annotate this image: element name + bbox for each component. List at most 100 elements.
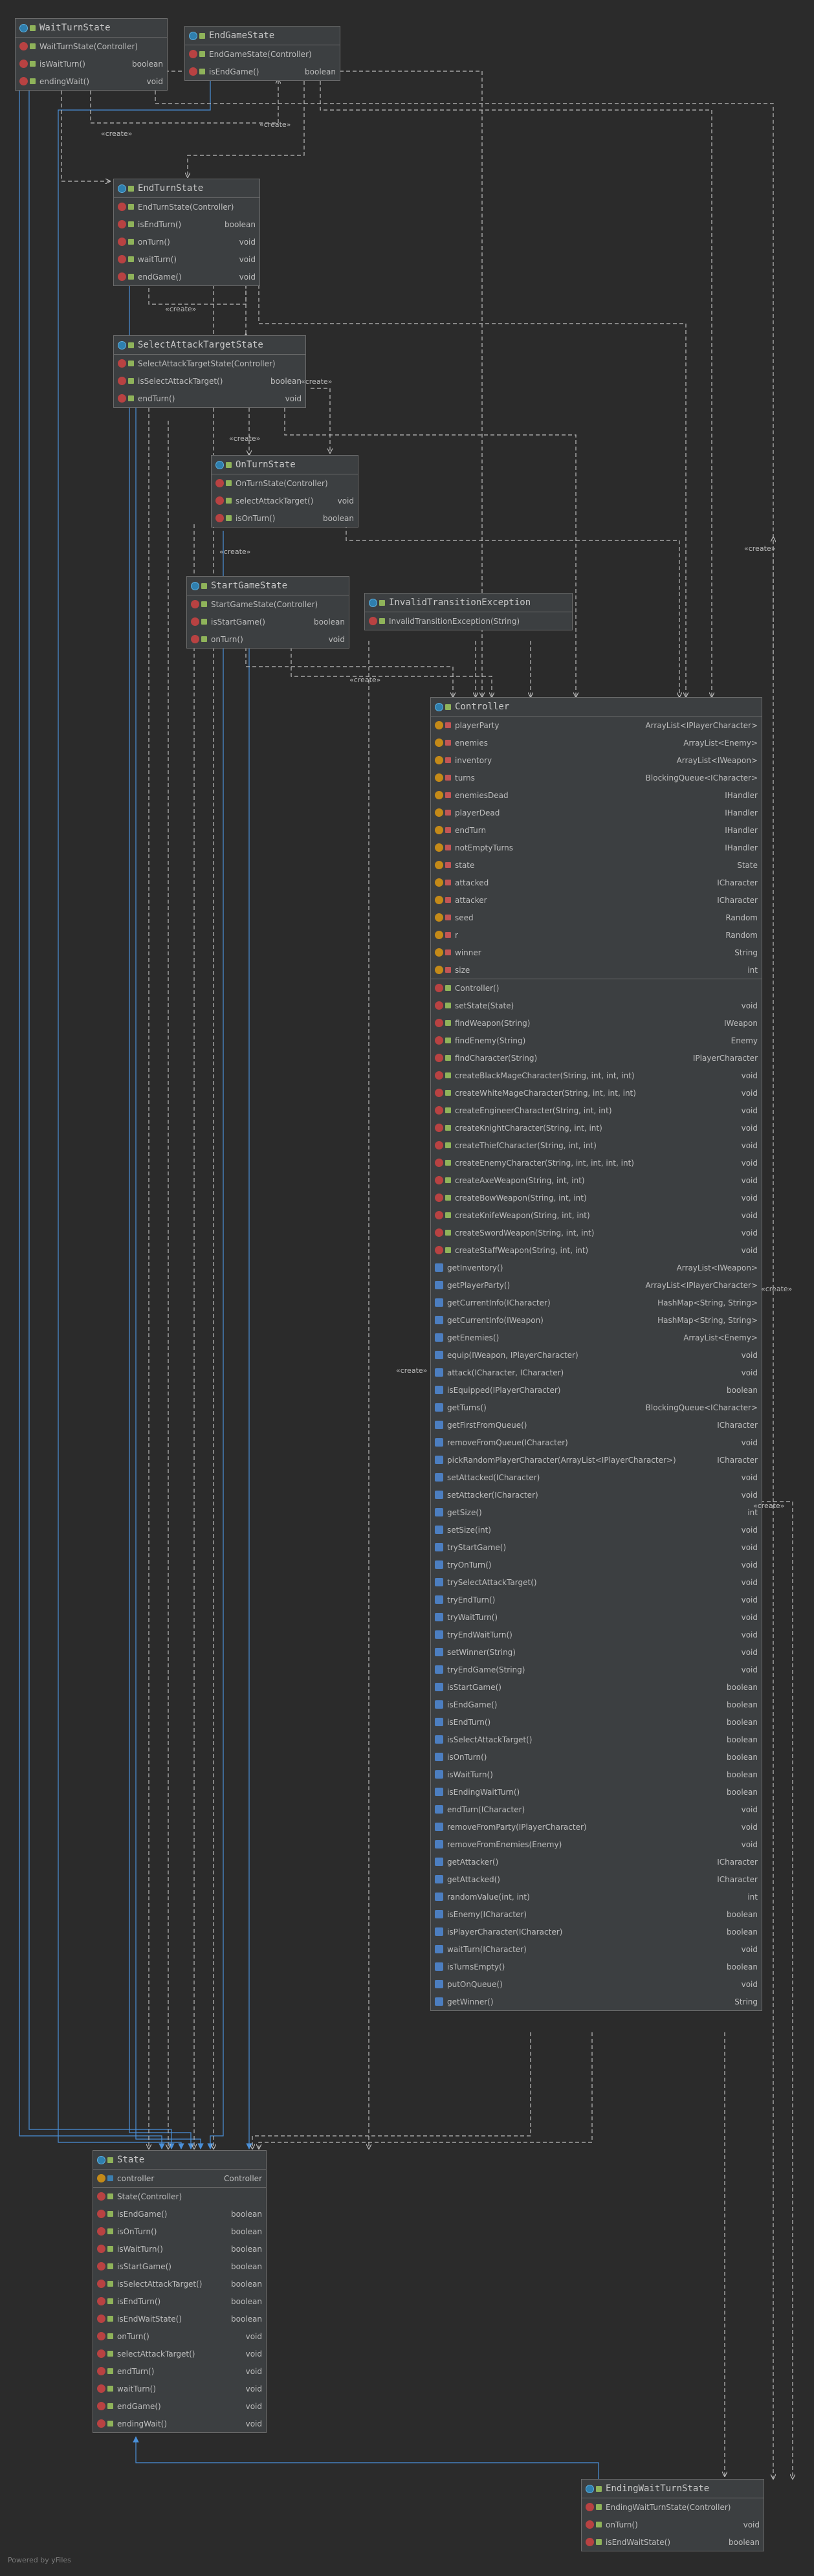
member-row[interactable]: onTurn()void (93, 2327, 266, 2345)
member-row[interactable]: isSelectAttackTarget()boolean (93, 2275, 266, 2293)
class-ending-wait-turn-state[interactable]: EndingWaitTurnState EndingWaitTurnState(… (581, 2479, 764, 2551)
member-row[interactable]: isEndTurn()boolean (431, 1713, 762, 1731)
member-row[interactable]: getAttacked()ICharacter (431, 1871, 762, 1888)
member-row[interactable]: setSize(int)void (431, 1521, 762, 1538)
member-row[interactable]: endGame()void (93, 2397, 266, 2415)
member-row[interactable]: endTurn(ICharacter)void (431, 1801, 762, 1818)
member-row[interactable]: isEndGame()boolean (431, 1696, 762, 1713)
member-row[interactable]: isStartGame()boolean (431, 1678, 762, 1696)
member-row[interactable]: waitTurn()void (93, 2380, 266, 2397)
member-row[interactable]: removeFromQueue(ICharacter)void (431, 1434, 762, 1451)
member-row[interactable]: waitTurn()void (114, 250, 259, 268)
member-row[interactable]: isEndGame()boolean (185, 63, 340, 80)
member-row[interactable]: isEndTurn()boolean (114, 216, 259, 233)
member-row[interactable]: endTurn()void (114, 390, 305, 407)
member-row[interactable]: getEnemies()ArrayList<Enemy> (431, 1329, 762, 1346)
class-wait-turn-state[interactable]: WaitTurnState WaitTurnState(Controller)i… (15, 18, 168, 91)
class-invalid-transition-exception[interactable]: InvalidTransitionException InvalidTransi… (364, 593, 573, 630)
class-on-turn-state[interactable]: OnTurnState OnTurnState(Controller)selec… (211, 455, 358, 527)
member-row[interactable]: endTurn()void (93, 2362, 266, 2380)
member-row[interactable]: onTurn()void (187, 630, 349, 648)
member-row[interactable]: createKnightCharacter(String, int, int)v… (431, 1119, 762, 1137)
member-row[interactable]: createBlackMageCharacter(String, int, in… (431, 1067, 762, 1084)
member-row[interactable]: isEndGame()boolean (93, 2205, 266, 2223)
member-row[interactable]: EndingWaitTurnState(Controller) (582, 2498, 764, 2516)
member-row[interactable]: isSelectAttackTarget()boolean (431, 1731, 762, 1748)
member-row[interactable]: createWhiteMageCharacter(String, int, in… (431, 1084, 762, 1102)
member-row[interactable]: selectAttackTarget()void (212, 492, 358, 509)
member-row[interactable]: EndGameState(Controller) (185, 45, 340, 63)
member-row[interactable]: isPlayerCharacter(ICharacter)boolean (431, 1923, 762, 1940)
member-row[interactable]: setAttacker(ICharacter)void (431, 1486, 762, 1504)
member-row[interactable]: isOnTurn()boolean (431, 1748, 762, 1766)
member-row[interactable]: Controller() (431, 979, 762, 997)
member-row[interactable]: isTurnsEmpty()boolean (431, 1958, 762, 1975)
member-row[interactable]: isEnemy(ICharacter)boolean (431, 1905, 762, 1923)
member-row[interactable]: createSwordWeapon(String, int, int)void (431, 1224, 762, 1241)
member-row[interactable]: randomValue(int, int)int (431, 1888, 762, 1905)
member-row[interactable]: tryOnTurn()void (431, 1556, 762, 1573)
member-row[interactable]: tryWaitTurn()void (431, 1608, 762, 1626)
member-row[interactable]: onTurn()void (114, 233, 259, 250)
member-row[interactable]: createEnemyCharacter(String, int, int, i… (431, 1154, 762, 1171)
member-row[interactable]: isWaitTurn()boolean (16, 55, 167, 72)
member-row[interactable]: isEquipped(IPlayerCharacter)boolean (431, 1381, 762, 1399)
member-row[interactable]: isOnTurn()boolean (212, 509, 358, 527)
member-row[interactable]: removeFromEnemies(Enemy)void (431, 1836, 762, 1853)
member-row[interactable]: SelectAttackTargetState(Controller) (114, 355, 305, 372)
member-row[interactable]: isWaitTurn()boolean (93, 2240, 266, 2258)
member-row[interactable]: endingWait()void (93, 2415, 266, 2432)
member-row[interactable]: setWinner(String)void (431, 1643, 762, 1661)
member-row[interactable]: endGame()void (114, 268, 259, 285)
member-row[interactable]: createBowWeapon(String, int, int)void (431, 1189, 762, 1206)
member-row[interactable]: OnTurnState(Controller) (212, 474, 358, 492)
member-row[interactable]: getCurrentInfo(IWeapon)HashMap<String, S… (431, 1311, 762, 1329)
member-row[interactable]: isWaitTurn()boolean (431, 1766, 762, 1783)
member-row[interactable]: createEngineerCharacter(String, int, int… (431, 1102, 762, 1119)
class-end-turn-state[interactable]: EndTurnState EndTurnState(Controller)isE… (113, 179, 260, 286)
member-row[interactable]: getCurrentInfo(ICharacter)HashMap<String… (431, 1294, 762, 1311)
member-row[interactable]: isOnTurn()boolean (93, 2223, 266, 2240)
member-row[interactable]: InvalidTransitionException(String) (365, 612, 572, 630)
member-row[interactable]: WaitTurnState(Controller) (16, 38, 167, 55)
member-row[interactable]: createStaffWeapon(String, int, int)void (431, 1241, 762, 1259)
member-row[interactable]: pickRandomPlayerCharacter(ArrayList<IPla… (431, 1451, 762, 1469)
class-select-attack-target-state[interactable]: SelectAttackTargetState SelectAttackTarg… (113, 335, 306, 408)
member-row[interactable]: tryEndGame(String)void (431, 1661, 762, 1678)
member-row[interactable]: isStartGame()boolean (187, 613, 349, 630)
member-row[interactable]: findWeapon(String)IWeapon (431, 1014, 762, 1032)
member-row[interactable]: getTurns()BlockingQueue<ICharacter> (431, 1399, 762, 1416)
member-row[interactable]: findCharacter(String)IPlayerCharacter (431, 1049, 762, 1067)
member-row[interactable]: isEndWaitState()boolean (582, 2533, 764, 2551)
member-row[interactable]: EndTurnState(Controller) (114, 198, 259, 216)
member-row[interactable]: getPlayerParty()ArrayList<IPlayerCharact… (431, 1276, 762, 1294)
member-row[interactable]: trySelectAttackTarget()void (431, 1573, 762, 1591)
member-row[interactable]: getSize()int (431, 1504, 762, 1521)
member-row[interactable]: createAxeWeapon(String, int, int)void (431, 1171, 762, 1189)
member-row[interactable]: tryEndTurn()void (431, 1591, 762, 1608)
member-row[interactable]: isStartGame()boolean (93, 2258, 266, 2275)
member-row[interactable]: isEndingWaitTurn()boolean (431, 1783, 762, 1801)
class-end-game-state[interactable]: EndGameState EndGameState(Controller)isE… (184, 26, 340, 81)
member-row[interactable]: getAttacker()ICharacter (431, 1853, 762, 1871)
member-row[interactable]: selectAttackTarget()void (93, 2345, 266, 2362)
member-row[interactable]: StartGameState(Controller) (187, 595, 349, 613)
